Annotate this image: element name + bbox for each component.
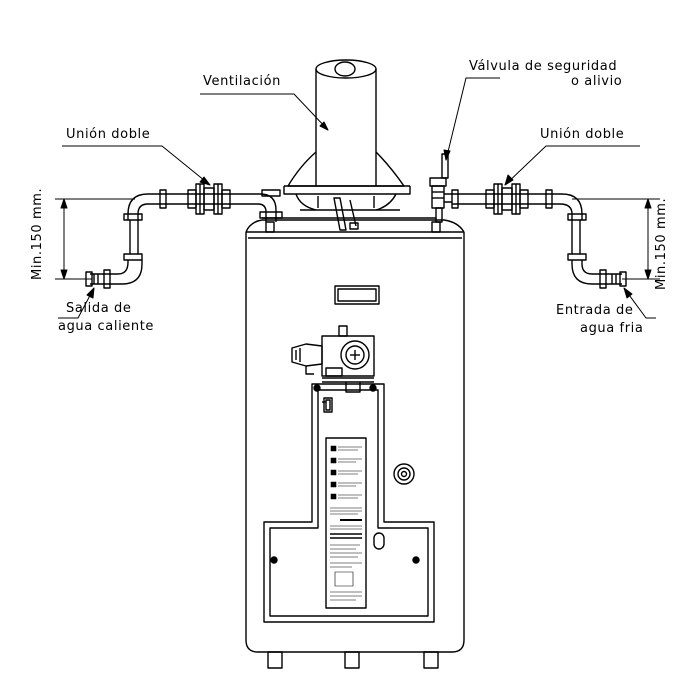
gas-control-valve [291,325,375,393]
leader-entrada [623,287,656,319]
leader-union-left [62,145,211,186]
label-valvula-line2: o alivio [571,74,623,89]
label-union-right: Unión doble [540,127,625,142]
dimension-right [572,198,660,280]
dimension-left [55,198,135,280]
label-union-left: Unión doble [66,127,151,142]
label-ventilacion: Ventilación [203,74,281,89]
label-min-left: Min.150 mm. [30,187,45,280]
tank-body [245,219,465,653]
label-min-right: Min.150 mm. [654,197,669,290]
instruction-label [325,437,367,609]
leader-ventilacion [200,93,329,131]
leader-valvula [443,77,500,161]
left-hot-water-piping [85,183,283,289]
drain-valve [393,463,415,485]
draft-hood [262,151,436,231]
label-salida-line2: agua caliente [58,319,155,334]
rating-plate [334,285,380,305]
label-entrada-line2: agua fria [580,321,644,336]
leader-salida [58,287,95,319]
right-cold-water-piping [429,153,627,289]
tank-feet [267,651,439,669]
label-valvula-line1: Válvula de seguridad [469,59,618,74]
vent-pipe [315,59,377,186]
label-salida-line1: Salida de [66,301,132,316]
access-panel [263,383,435,623]
leader-union-right [504,145,640,186]
label-entrada-line1: Entrada de [556,303,634,318]
